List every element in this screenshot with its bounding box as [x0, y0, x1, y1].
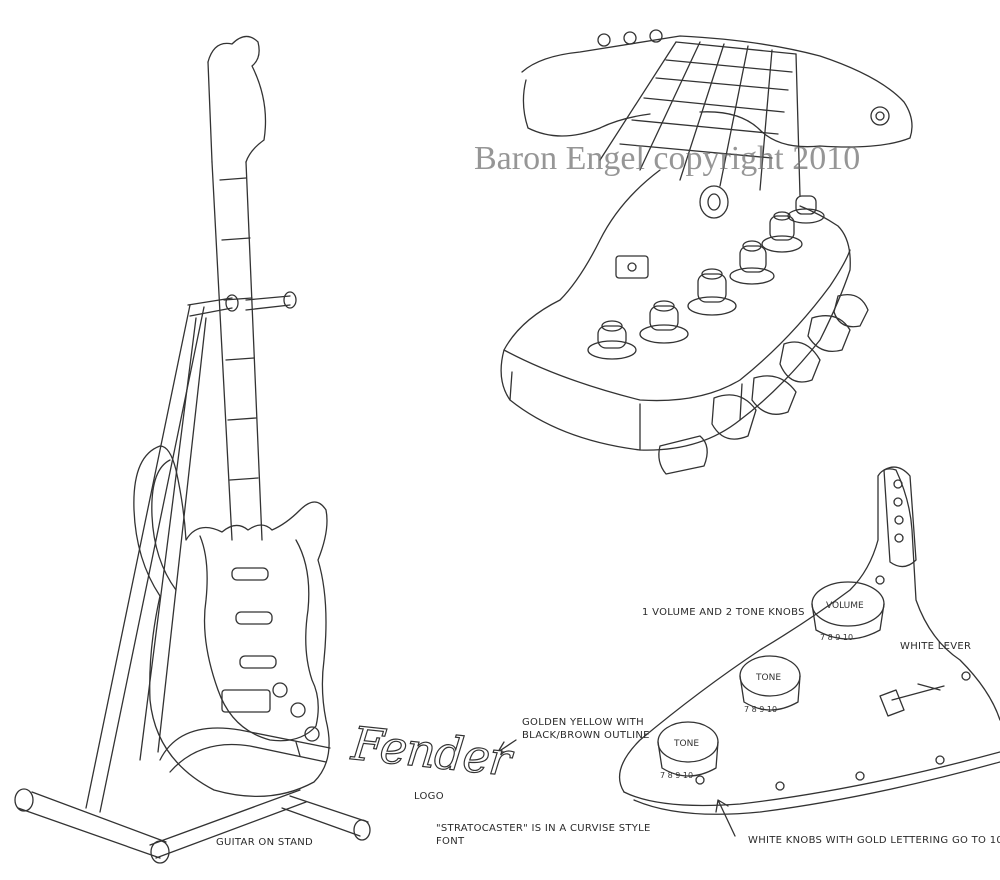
logo-color-note: Golden yellow with Black/Brown outline	[522, 717, 650, 741]
logo-label: Logo	[414, 791, 444, 802]
guitar-on-stand-drawing	[14, 35, 371, 864]
white-knobs-note: White knobs with Gold Lettering go to 10	[748, 835, 1000, 846]
tone-knob-label-2: TONE	[673, 739, 699, 749]
tone-knob-label-1: TONE	[755, 673, 781, 683]
stratocaster-font-note: "Stratocaster" is in a curvise style fon…	[436, 823, 651, 847]
knob-count-note: 1 volume and 2 tone knobs	[642, 607, 805, 618]
copyright-watermark: Baron Engel copyright 2010	[474, 140, 861, 177]
tone-knob-scale-2: 7 8 9 10	[660, 771, 693, 780]
tone-knob-scale-1: 7 8 9 10	[744, 705, 777, 714]
volume-knob-label: VOLUME	[826, 601, 864, 611]
white-lever-note: White Lever	[900, 641, 972, 652]
headstock-closeup-drawing	[500, 29, 913, 475]
logo-note-arrow	[497, 739, 517, 753]
volume-knob-scale: 7 8 9 10	[820, 633, 853, 642]
pickguard-controls-drawing: VOLUME TONE TONE 7 8 9 10 7 8 9 10 7 8 9…	[619, 466, 1000, 837]
guitar-on-stand-label: Guitar on stand	[216, 837, 314, 848]
